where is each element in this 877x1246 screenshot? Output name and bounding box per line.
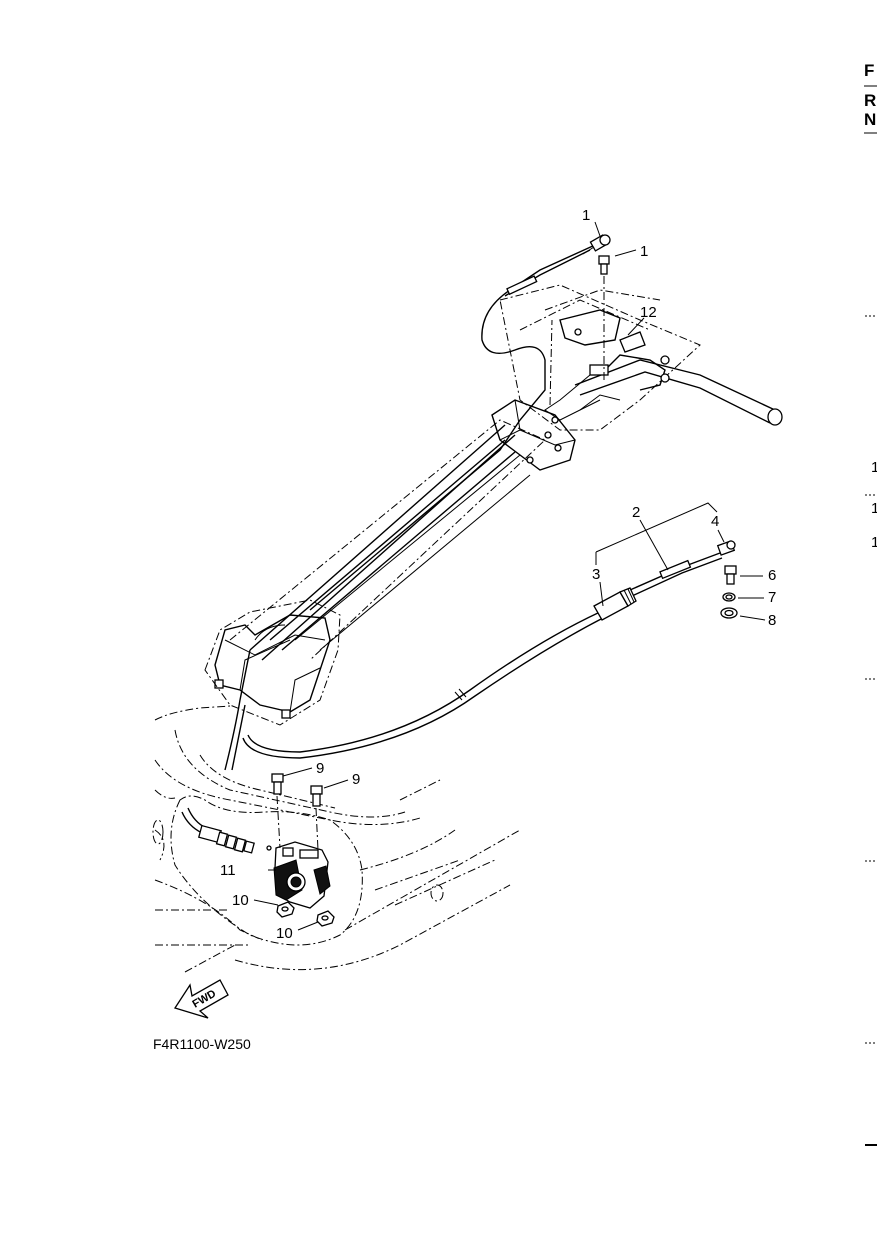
callout-1: 1 [640, 243, 648, 260]
part-11-throttle-sensor [273, 841, 331, 909]
part-6-bolt [724, 565, 737, 585]
upper-throttle-cable [224, 244, 605, 771]
right-margin: F R N 1 1 1 [864, 61, 877, 1146]
steering-column [204, 399, 576, 726]
callout-9a: 9 [316, 760, 324, 777]
part-9-bolts [271, 773, 323, 851]
part-2-throttle-cable [242, 552, 723, 759]
part-8-washer [720, 607, 738, 619]
margin-row-1a: 1 [871, 459, 877, 476]
leader-lines [253, 221, 766, 931]
callout-7: 7 [768, 589, 776, 606]
part-10-nuts [276, 901, 335, 927]
part-3-cable-adjuster [593, 587, 637, 621]
callout-3: 3 [592, 566, 600, 583]
hull-outline [152, 705, 521, 973]
callout-9b: 9 [352, 771, 360, 788]
margin-header-n: N [864, 110, 876, 129]
callout-6: 6 [768, 567, 776, 584]
part-4-cable-end [716, 540, 736, 556]
margin-row-1b: 1 [871, 500, 877, 517]
callout-2: 2 [632, 504, 640, 521]
margin-header-r: R [864, 91, 876, 110]
mount-plate-outline [170, 795, 363, 946]
margin-row-1c: 1 [871, 534, 877, 551]
callout-labels: 1 1 12 2 4 3 6 7 8 9 9 11 10 10 [220, 207, 776, 942]
lower-cable-end [181, 807, 272, 854]
fwd-arrow: FWD [173, 979, 229, 1019]
callout-12: 12 [640, 304, 657, 321]
part-12-cable-holder [619, 331, 646, 353]
margin-header-f: F [864, 61, 874, 80]
diagram-code: F4R1100-W250 [153, 1036, 251, 1052]
callout-11: 11 [220, 862, 236, 879]
callout-8: 8 [768, 612, 776, 629]
callout-4: 4 [711, 513, 719, 530]
callout-5: 1 [582, 207, 590, 224]
callout-10b: 10 [276, 925, 293, 942]
part-5-cable-joint [582, 234, 611, 255]
callout-10a: 10 [232, 892, 249, 909]
part-1-bolt [598, 255, 610, 275]
part-7-nut [722, 592, 736, 602]
